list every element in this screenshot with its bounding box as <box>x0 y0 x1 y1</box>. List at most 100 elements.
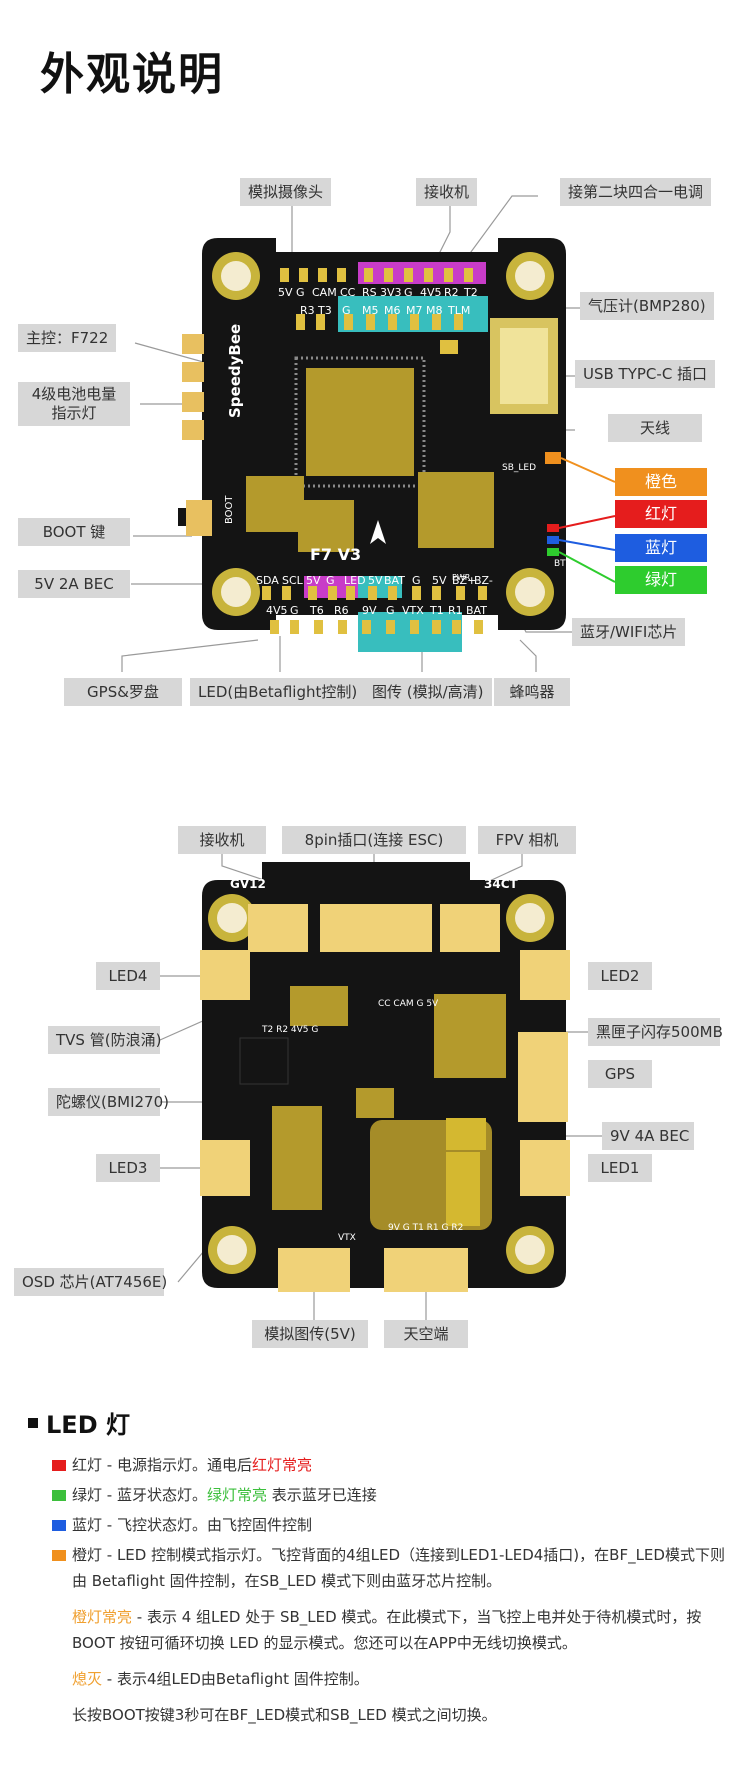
pad-label: M6 <box>384 304 401 317</box>
led-item: 橙灯 - LED 控制模式指示灯。飞控背面的4组LED（连接到LED1-LED4… <box>28 1542 728 1594</box>
rear-gv12: GV12 <box>230 877 266 891</box>
pad-label: 5V <box>306 574 321 587</box>
pad-label: R6 <box>334 604 349 617</box>
callout-5v-bec: 5V 2A BEC <box>18 570 130 598</box>
callout-led1: LED1 <box>588 1154 652 1182</box>
pad-label: R3 <box>300 304 315 317</box>
pad-label: M7 <box>406 304 423 317</box>
led-item-text: 蓝灯 - 飞控状态灯。由飞控固件控制 <box>72 1512 728 1538</box>
pad-label: T1 <box>429 604 444 617</box>
callout-gyro: 陀螺仪(BMI270) <box>48 1088 169 1116</box>
pad-label: R1 <box>448 604 463 617</box>
callout-blackbox: 黑匣子闪存500MB <box>588 1018 723 1046</box>
rear-34ct: 34CT <box>484 877 519 891</box>
rear-cc-cam: CC CAM G 5V <box>378 999 439 1009</box>
led-item: 蓝灯 - 飞控状态灯。由飞控固件控制 <box>28 1512 728 1538</box>
callout-tvs: TVS 管(防浪涌) <box>48 1026 161 1054</box>
pad-label: G <box>326 574 335 587</box>
callout-osd: OSD 芯片(AT7456E) <box>14 1268 167 1296</box>
para2-text: - 表示4组LED由Betaflight 固件控制。 <box>102 1670 369 1688</box>
led-item: 绿灯 - 蓝牙状态灯。绿灯常亮 表示蓝牙已连接 <box>28 1482 728 1508</box>
led-item-highlight: 绿灯常亮 <box>206 1486 267 1504</box>
pad-label: G <box>386 604 395 617</box>
led-color-swatch-icon <box>52 1490 66 1501</box>
callout-gps: GPS&罗盘 <box>64 678 182 706</box>
pad-label: BAT <box>384 574 405 587</box>
led-heading-text: LED 灯 <box>46 1411 130 1439</box>
pad-label: LED <box>344 574 366 587</box>
led-orange-label: 橙色 <box>615 468 707 496</box>
pad-label: BZ- <box>474 574 493 587</box>
led-color-swatch-icon <box>52 1520 66 1531</box>
rear-pcb <box>200 862 570 1292</box>
led-para-long-press: 长按BOOT按键3秒可在BF_LED模式和SB_LED 模式之间切换。 <box>72 1706 497 1724</box>
pad-label: 4V5 <box>266 604 288 617</box>
callout-boot: BOOT 键 <box>18 518 130 546</box>
led-item: 红灯 - 电源指示灯。通电后红灯常亮 <box>28 1452 728 1478</box>
callout-receiver: 接收机 <box>416 178 478 206</box>
pad-label: SDA <box>256 574 279 587</box>
pad-label: CAM <box>312 286 337 299</box>
led-heading: LED 灯 <box>28 1405 728 1440</box>
board-pwr: PWR <box>452 573 471 582</box>
callout-bt-wifi: 蓝牙/WIFI芯片 <box>572 618 686 646</box>
pad-label: BZ+ <box>452 574 476 587</box>
pad-label: T2 <box>463 286 478 299</box>
heading-square-icon <box>28 1417 38 1428</box>
pad-label: BAT <box>466 604 487 617</box>
callout-analog-vtx: 模拟图传(5V) <box>252 1320 368 1348</box>
led-color-swatch-icon <box>52 1460 66 1471</box>
callout-usb: USB TYPC-C 插口 <box>575 360 716 388</box>
led-green-label: 绿灯 <box>615 566 707 594</box>
callout-barometer: 气压计(BMP280) <box>580 292 714 320</box>
front-board-diagram: F7 V3 SpeedyBee BOOT SB_LED PWR BT 5VGCA… <box>121 195 616 672</box>
callout-led2: LED2 <box>588 962 652 990</box>
pad-label: G <box>290 604 299 617</box>
led-item-text: 橙灯 - LED 控制模式指示灯。飞控背面的4组LED（连接到LED1-LED4… <box>72 1542 728 1594</box>
pad-label: RS <box>362 286 377 299</box>
led-item-text: 红灯 - 电源指示灯。通电后红灯常亮 <box>72 1452 728 1478</box>
led-items-list: 红灯 - 电源指示灯。通电后红灯常亮绿灯 - 蓝牙状态灯。绿灯常亮 表示蓝牙已连… <box>28 1452 728 1594</box>
page-title: 外观说明 <box>40 49 224 100</box>
callout-buzzer: 蜂鸣器 <box>494 678 570 706</box>
para1-highlight: 橙灯常亮 <box>72 1608 133 1626</box>
callout-analog-camera: 模拟摄像头 <box>240 178 332 206</box>
callout-led-bf: LED(由Betaflight控制) <box>190 678 366 706</box>
pad-label: 3V3 <box>380 286 402 299</box>
board-model: F7 V3 <box>310 545 361 564</box>
pad-label: TLM <box>447 304 470 317</box>
led-item-highlight: 红灯常亮 <box>251 1456 312 1474</box>
callout-second-esc: 接第二块四合一电调 <box>560 178 712 206</box>
led-red-label: 红灯 <box>615 500 707 528</box>
led-blue-label: 蓝灯 <box>615 534 707 562</box>
callout-air-unit: 天空端 <box>384 1320 468 1348</box>
callout-battery-led: 4级电池电量指示灯 <box>18 382 130 426</box>
pad-label: 4V5 <box>420 286 442 299</box>
board-brand: SpeedyBee <box>226 324 244 418</box>
pad-label: G <box>342 304 351 317</box>
para2-highlight: 熄灭 <box>72 1670 103 1688</box>
front-pcb <box>178 238 616 652</box>
pad-label: M8 <box>426 304 443 317</box>
led-para-orange-off: 熄灭 - 表示4组LED由Betaflight 固件控制。 <box>28 1666 728 1692</box>
led-item-suffix: 表示蓝牙已连接 <box>266 1486 377 1504</box>
callout-rear-gps: GPS <box>588 1060 652 1088</box>
pad-label: 5V <box>432 574 447 587</box>
rear-vtx: VTX <box>338 1233 356 1243</box>
rear-board-diagram: GV12 34CT CC CAM G 5V T2 R2 4V5 G VTX 9V… <box>159 850 602 1320</box>
board-boot-text: BOOT <box>224 495 235 524</box>
callout-led4: LED4 <box>96 962 160 990</box>
pad-label: T6 <box>309 604 324 617</box>
pad-label: R2 <box>444 286 459 299</box>
led-item-prefix: 红灯 - 电源指示灯。通电后 <box>72 1456 252 1474</box>
rear-pads: 9V G T1 R1 G R2 <box>388 1223 463 1233</box>
led-item-prefix: 橙灯 - LED 控制模式指示灯。飞控背面的4组LED（连接到LED1-LED4… <box>72 1546 725 1590</box>
callout-8pin-esc: 8pin插口(连接 ESC) <box>282 826 466 854</box>
pad-label: T3 <box>317 304 332 317</box>
led-color-swatch-icon <box>52 1550 66 1561</box>
led-item-prefix: 蓝灯 - 飞控状态灯。由飞控固件控制 <box>72 1516 312 1534</box>
callout-mcu: 主控：F722 <box>18 324 117 352</box>
led-item-prefix: 绿灯 - 蓝牙状态灯。 <box>72 1486 207 1504</box>
para1-text: - 表示 4 组LED 处于 SB_LED 模式。在此模式下，当飞控上电并处于待… <box>72 1608 702 1652</box>
pad-label: VTX <box>402 604 424 617</box>
